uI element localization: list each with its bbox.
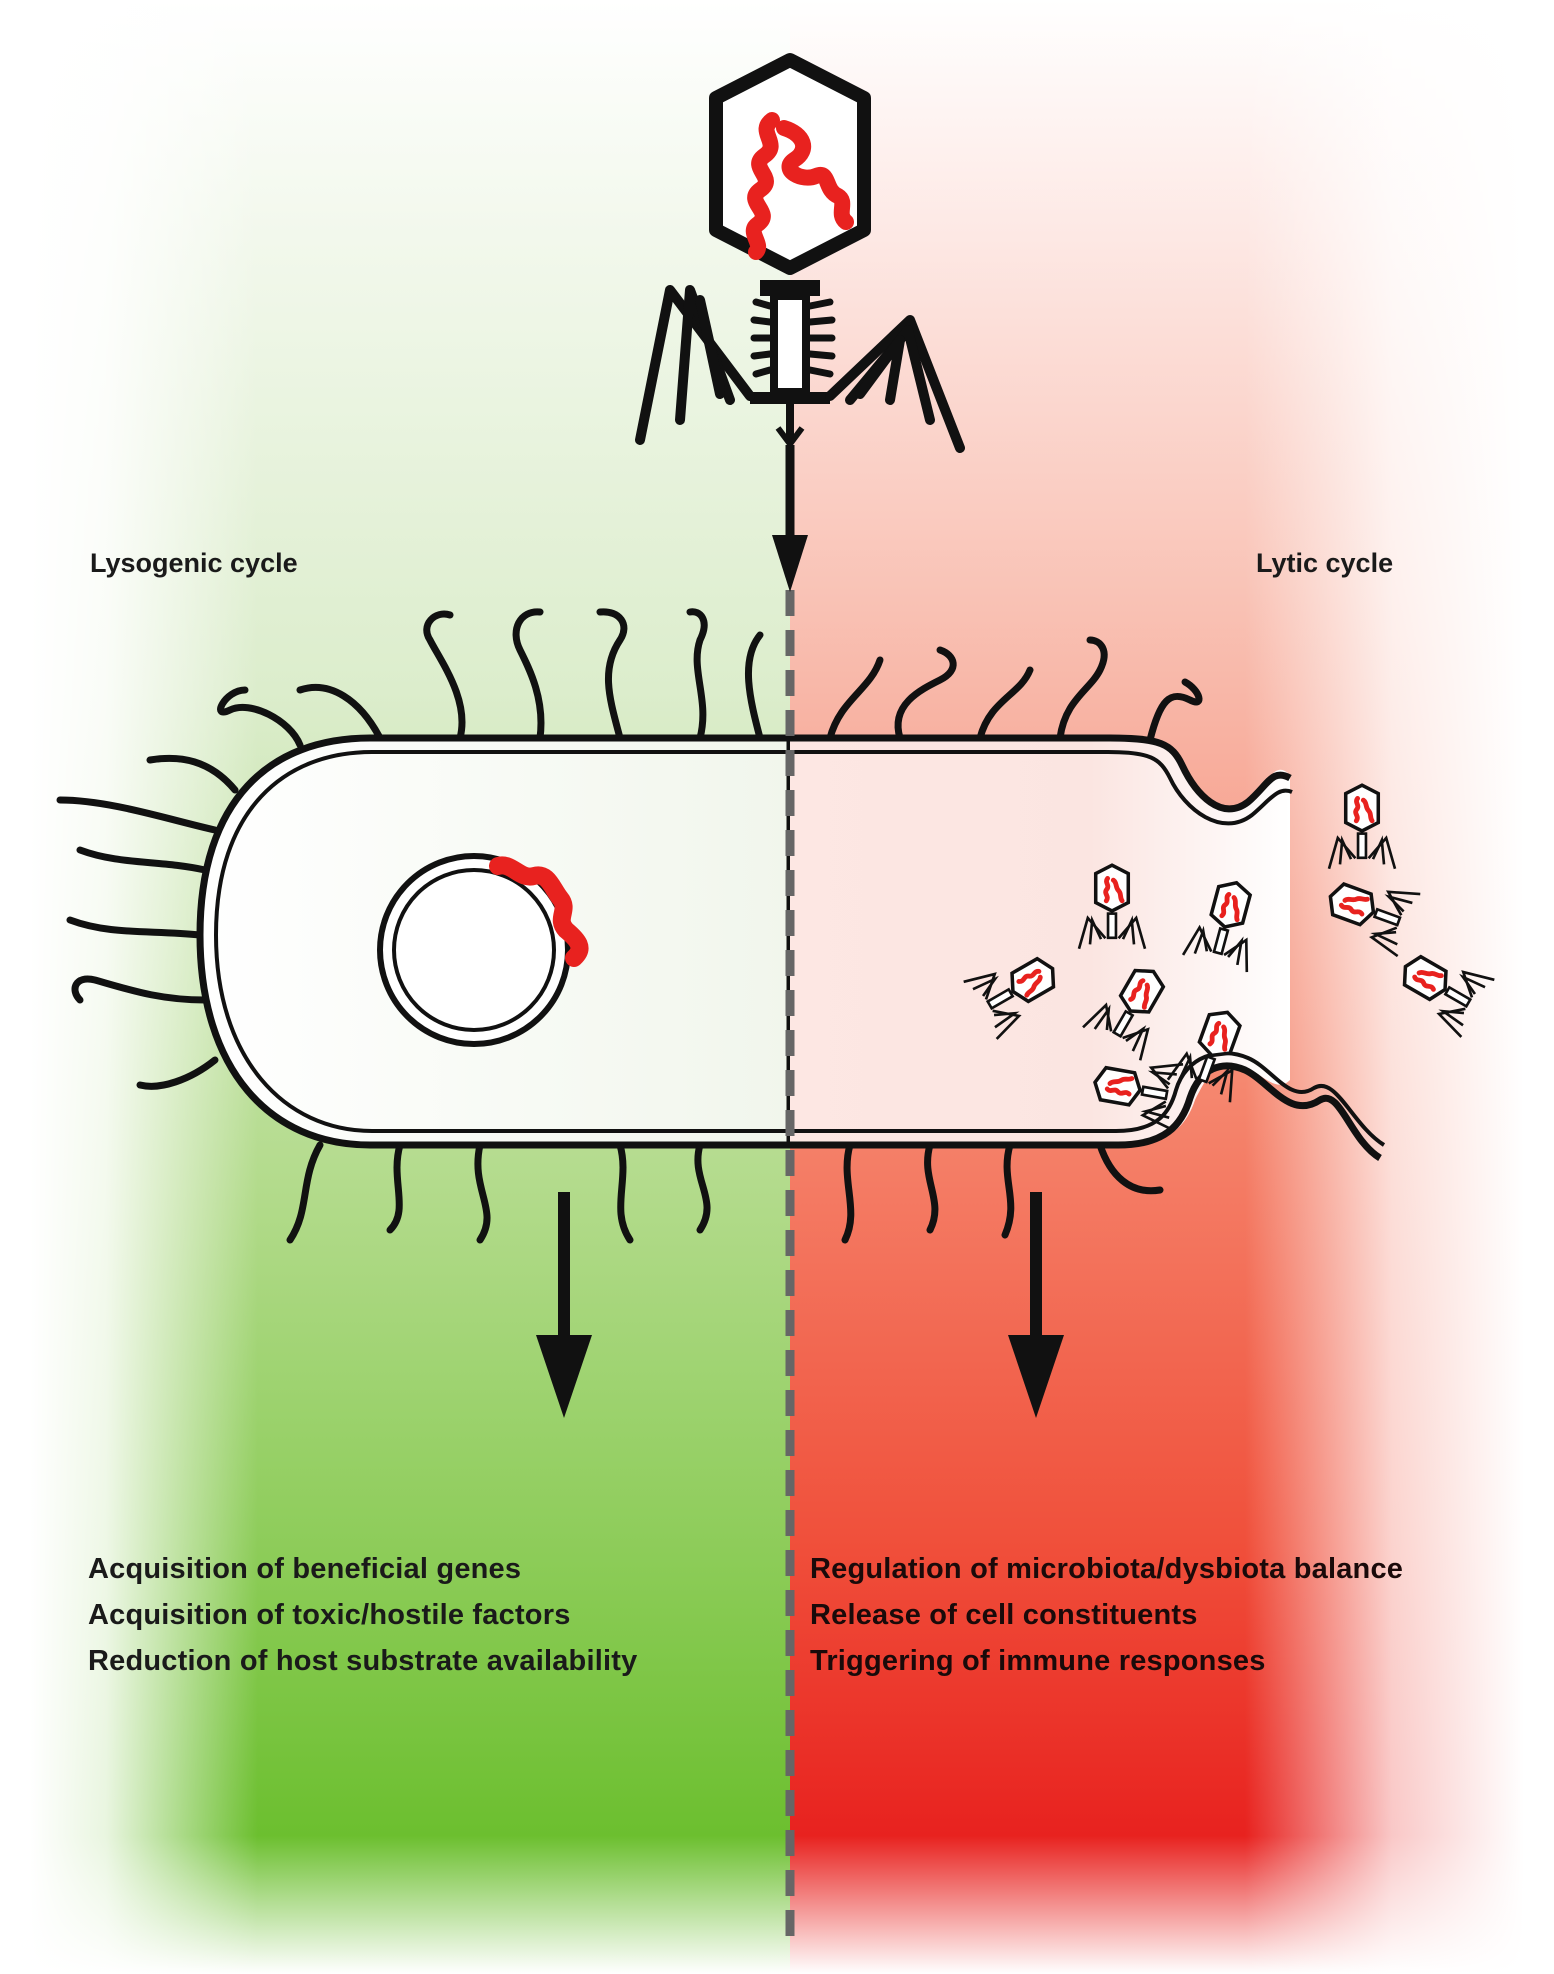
lytic-outcome-arrow [1008, 1192, 1064, 1418]
flagellum [386, 1141, 404, 1234]
host-chromosome [377, 853, 571, 1047]
flagellum [745, 631, 764, 742]
flagellum [136, 1056, 219, 1090]
flagellum [596, 608, 628, 742]
lysogenic-outcome-arrow [536, 1192, 592, 1418]
flagellum [474, 1141, 491, 1244]
flagellum [694, 1141, 711, 1234]
lytic-effect-1: Regulation of microbiota/dysbiota balanc… [810, 1553, 1404, 1585]
flagellum [924, 1141, 939, 1234]
flagella [56, 608, 1203, 1244]
flagellum [976, 666, 1034, 742]
lytic-effect-3: Triggering of immune responses [810, 1645, 1266, 1677]
lysogenic-effects-list: Acquisition of beneficial genes Acquisit… [88, 1546, 637, 1684]
flagellum [66, 916, 204, 939]
flagellum [423, 610, 466, 742]
progeny-phage [1093, 1062, 1184, 1131]
flagellum [894, 646, 957, 742]
flagellum [56, 796, 219, 834]
flagellum [1056, 636, 1108, 742]
lytic-effect-2: Release of cell constituents [810, 1599, 1198, 1631]
lytic-cycle-title: Lytic cycle [1256, 548, 1394, 578]
integrated-prophage-dna [489, 856, 589, 967]
progeny-phage [1328, 882, 1421, 958]
flagellum [296, 683, 384, 742]
flagellum [512, 608, 545, 742]
flagellum [841, 1141, 855, 1244]
lysogenic-effect-3: Reduction of host substrate availability [88, 1645, 638, 1677]
progeny-phage [1181, 880, 1253, 973]
flagellum [217, 686, 304, 749]
progeny-phage [1327, 783, 1397, 870]
flagellum [146, 754, 239, 794]
progeny-phage [1402, 954, 1495, 1038]
lysogenic-effect-1: Acquisition of beneficial genes [88, 1553, 522, 1585]
progeny-phage [963, 956, 1056, 1040]
progeny-phages [963, 783, 1495, 1131]
progeny-phage [1082, 968, 1166, 1061]
flagellum [616, 1141, 634, 1244]
lysogenic-effect-2: Acquisition of toxic/hostile factors [88, 1599, 571, 1631]
injection-arrow [772, 445, 808, 592]
flagellum [826, 656, 884, 742]
flagellum [71, 975, 209, 1004]
lysogenic-cycle-title: Lysogenic cycle [90, 548, 298, 578]
flagellum [686, 608, 708, 742]
flagellum [286, 1141, 324, 1244]
flagellum [1096, 1141, 1164, 1195]
bacteriophage [635, 53, 965, 453]
progeny-phage [1077, 863, 1147, 950]
flagellum [1001, 1141, 1015, 1239]
flagellum [76, 846, 209, 874]
flagellum [1146, 678, 1203, 744]
lytic-effects-list: Regulation of microbiota/dysbiota balanc… [810, 1546, 1403, 1684]
progeny-phage [1166, 1010, 1242, 1103]
